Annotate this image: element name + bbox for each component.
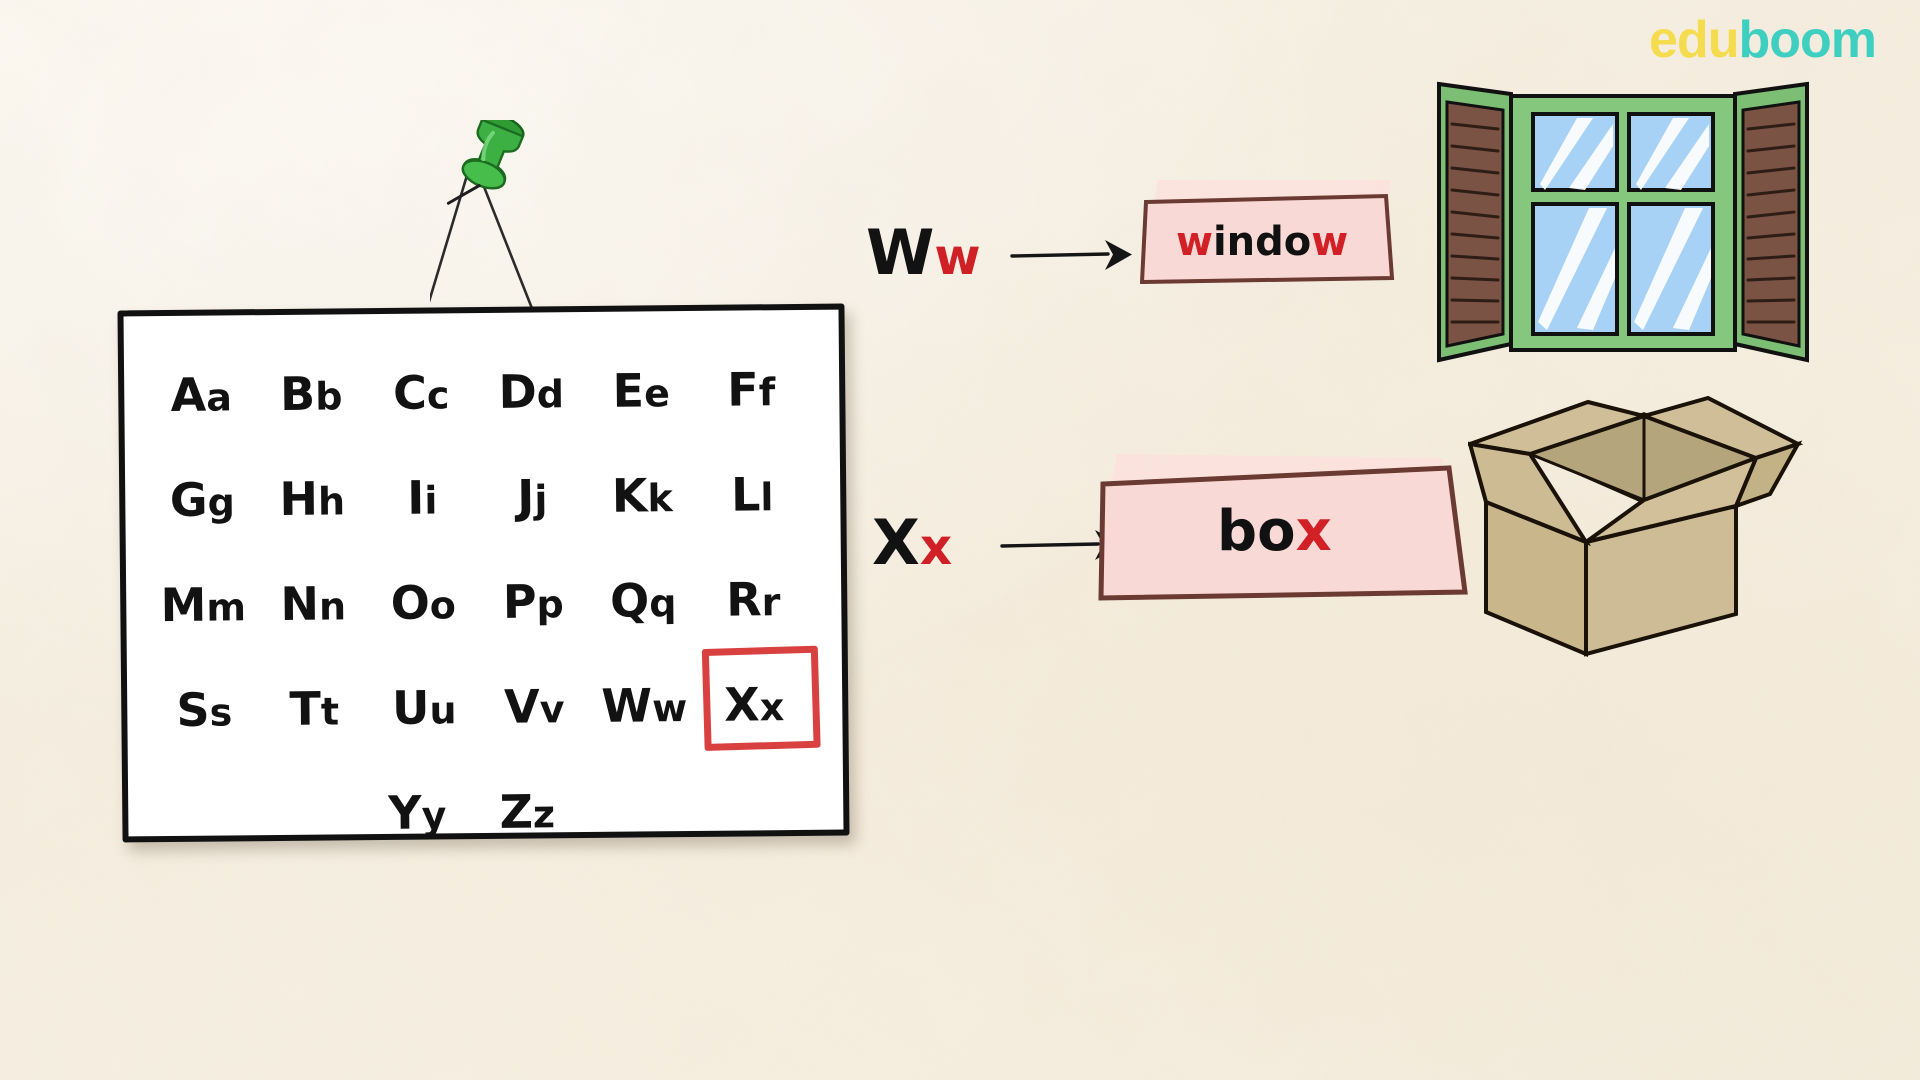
glass-highlights xyxy=(1538,118,1711,330)
word-text-box: box xyxy=(1217,504,1332,560)
window-illustration xyxy=(1437,72,1809,377)
chart-hanger xyxy=(423,113,590,330)
window-shutter-right xyxy=(1733,81,1809,363)
lesson-letter-w: Ww xyxy=(866,222,981,284)
window-shutter-left xyxy=(1437,81,1513,363)
word-window-part3: w xyxy=(1311,219,1349,265)
word-box-part2: x xyxy=(1295,499,1332,564)
arrow-w xyxy=(1010,230,1140,285)
word-window-part1: w xyxy=(1176,219,1213,265)
letter-lower-x: x xyxy=(919,518,953,576)
letter-upper-w: W xyxy=(866,216,935,289)
letter-lower-w: w xyxy=(934,228,981,286)
word-box-part1: bo xyxy=(1217,499,1296,564)
lesson-letter-x: Xx xyxy=(872,512,952,574)
box-illustration xyxy=(1462,384,1808,679)
hanging-strings xyxy=(423,161,537,317)
brand-logo: eduboom xyxy=(1649,11,1877,69)
word-window-part2: indo xyxy=(1212,219,1312,265)
word-text-window: window xyxy=(1176,222,1348,262)
window-frame xyxy=(1509,94,1737,352)
logo-text-boom: boom xyxy=(1738,11,1877,69)
word-card-box[interactable]: box xyxy=(1095,452,1475,617)
word-card-window[interactable]: window xyxy=(1139,178,1400,288)
letter-upper-x: X xyxy=(872,506,920,579)
logo-text-edu: edu xyxy=(1649,11,1739,69)
